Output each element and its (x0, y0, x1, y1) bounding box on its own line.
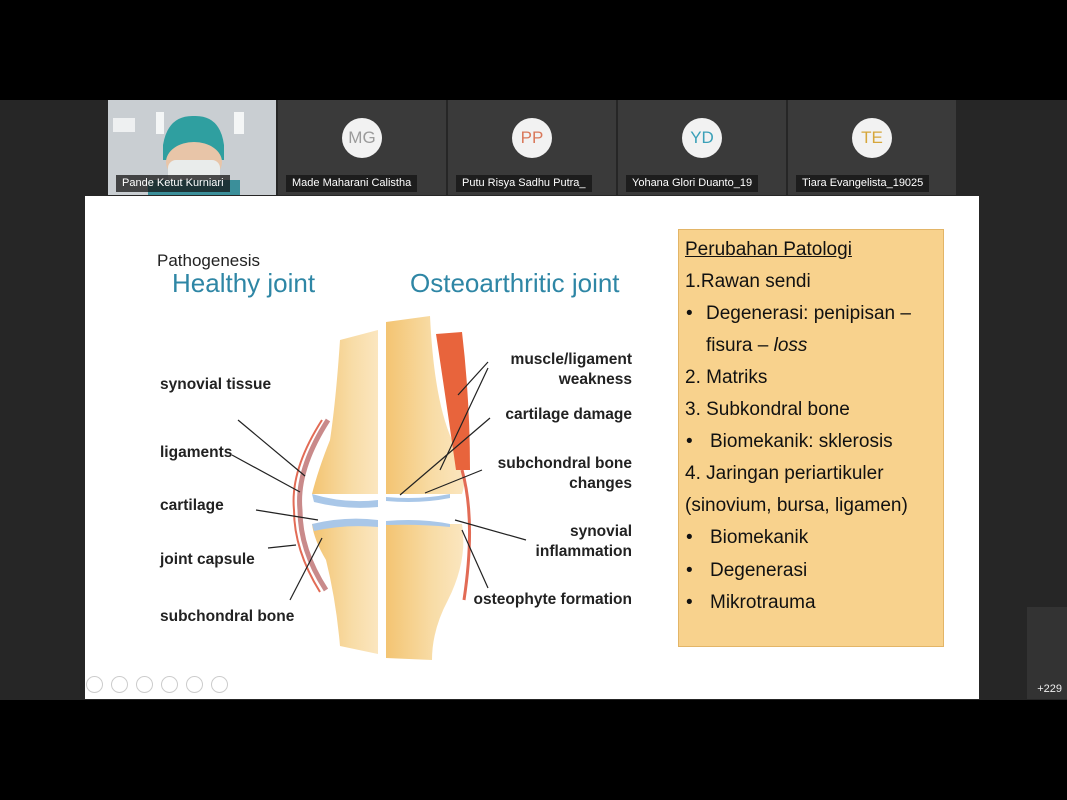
back-icon[interactable] (86, 676, 103, 693)
label-inflammation: inflammation (500, 542, 632, 562)
panel-line-2: 2. Matriks (685, 367, 767, 389)
bullet-icon: • (686, 527, 693, 549)
label-weakness: weakness (500, 370, 632, 390)
bullet-icon: • (686, 431, 693, 453)
panel-bullet-1b: fisura – loss (706, 335, 807, 357)
label-synovial: synovial (500, 522, 632, 542)
more-participants-count: +229 (1037, 683, 1062, 695)
label-osteophyte-formation: osteophyte formation (450, 590, 632, 610)
slides-icon[interactable] (161, 676, 178, 693)
bullet-icon: • (686, 560, 693, 582)
forward-icon[interactable] (111, 676, 128, 693)
label-cartilage-damage: cartilage damage (480, 405, 632, 425)
bullet-icon: • (686, 303, 693, 325)
label-synovial-tissue: synovial tissue (160, 375, 271, 395)
more-icon[interactable] (211, 676, 228, 693)
more-participants-button[interactable]: +229 (1027, 607, 1067, 699)
panel-bullet-1a: Degenerasi: penipisan – (706, 303, 911, 325)
panel-bullet-3: Biomekanik: sklerosis (710, 431, 893, 453)
label-changes: changes (470, 474, 632, 494)
panel-bullet-1b-italic: loss (774, 335, 808, 356)
panel-bullet-4a: Biomekanik (710, 527, 808, 549)
panel-bullet-4c: Mikrotrauma (710, 592, 816, 614)
label-muscle-ligament: muscle/ligament (500, 350, 632, 370)
healthy-upper-bone (312, 330, 378, 494)
panel-title: Perubahan Patologi (685, 239, 852, 261)
panel-line-4: 4. Jaringan periartikuler (685, 463, 884, 485)
healthy-lower-bone (312, 524, 378, 654)
label-subchondral-bone: subchondral bone (160, 607, 294, 627)
panel-bullet-4b: Degenerasi (710, 560, 807, 582)
label-subchondral-bone-changes: subchondral bone (470, 454, 632, 474)
label-joint-capsule: joint capsule (160, 550, 255, 570)
panel-line-3: 3. Subkondral bone (685, 399, 850, 421)
pen-icon[interactable] (136, 676, 153, 693)
panel-line-4b: (sinovium, bursa, ligamen) (685, 495, 908, 517)
zoom-icon[interactable] (186, 676, 203, 693)
panel-line-1: 1.Rawan sendi (685, 271, 811, 293)
bullet-icon: • (686, 592, 693, 614)
label-cartilage: cartilage (160, 496, 224, 516)
label-ligaments: ligaments (160, 443, 232, 463)
panel-bullet-1b-text: fisura – (706, 335, 774, 356)
